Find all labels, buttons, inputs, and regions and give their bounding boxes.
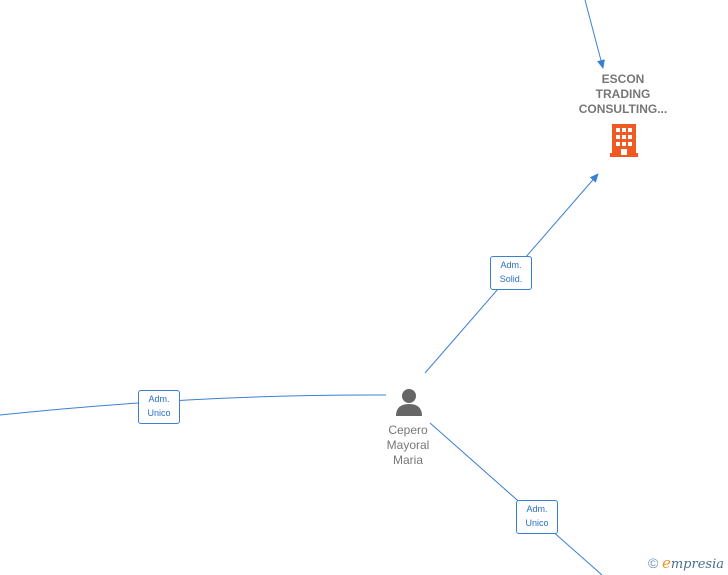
copyright-symbol: © [648, 555, 659, 571]
company-name-line: ESCON [601, 72, 645, 86]
person-name-line: Mayoral [386, 438, 430, 452]
edge-label-line: Unico [147, 408, 171, 418]
edge-label-adm-unico-bottom: Adm. Unico [516, 500, 558, 534]
edge-label-adm-solid: Adm. Solid. [490, 256, 532, 290]
person-node-label[interactable]: Cepero Mayoral Maria [368, 423, 448, 468]
edge-person-to-bottom-right [429, 422, 603, 575]
company-name-line: TRADING [595, 87, 651, 101]
edge-label-line: Adm. [526, 504, 548, 514]
empresia-watermark: © empresia [648, 554, 724, 572]
edge-label-line: Unico [525, 518, 549, 528]
edge-label-line: Adm. [500, 260, 522, 270]
company-name-line: CONSULTING... [578, 102, 668, 116]
edge-left-to-person [0, 394, 387, 416]
person-name-line: Cepero [388, 423, 428, 437]
company-node-label[interactable]: ESCON TRADING CONSULTING... [568, 72, 678, 117]
edge-label-line: Adm. [148, 394, 170, 404]
edge-incoming-company [584, 0, 605, 69]
person-icon[interactable] [396, 389, 422, 416]
brand-initial: e [661, 554, 671, 572]
edge-label-adm-unico-left: Adm. Unico [138, 390, 180, 424]
building-icon[interactable] [610, 124, 638, 157]
person-name-line: Maria [392, 453, 423, 467]
edge-label-line: Solid. [499, 274, 523, 284]
brand-name: mpresia [670, 557, 724, 572]
